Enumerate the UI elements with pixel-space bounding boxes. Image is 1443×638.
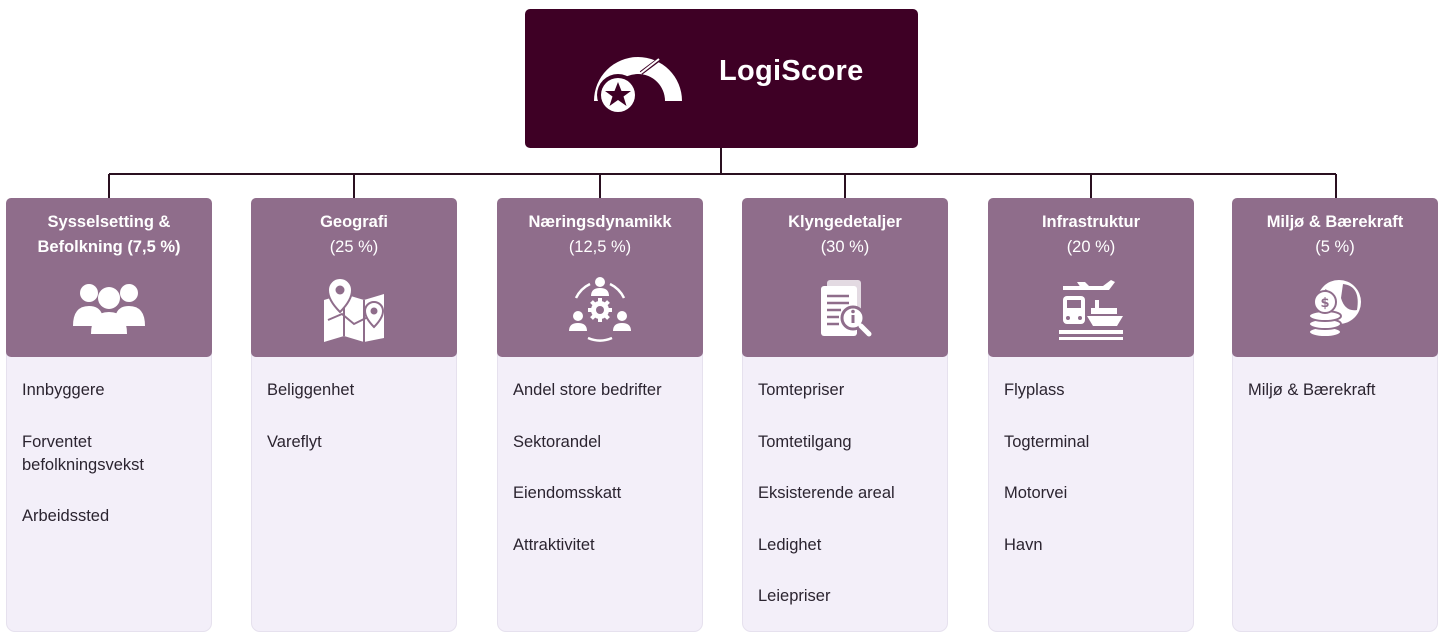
- category-miljo: Miljø & Bærekraft (5 %) $ Miljø & Bærekr…: [1232, 198, 1438, 632]
- category-title: Klyngedetaljer: [788, 213, 902, 231]
- root-title: LogiScore: [719, 55, 864, 87]
- category-weight: (5 %): [1315, 238, 1355, 256]
- document-search-icon: [821, 280, 872, 337]
- criteria-list: Miljø & Bærekraft: [1248, 379, 1430, 431]
- list-item: Togterminal: [1004, 432, 1090, 451]
- gauge-star-icon: [594, 49, 682, 115]
- category-header: Næringsdynamikk (12,5 %): [497, 198, 703, 357]
- category-weight: (25 %): [329, 238, 379, 256]
- category-header: Sysselsetting & Befolkning (7,5 %): [6, 198, 212, 357]
- list-item: Arbeidssted: [22, 507, 110, 525]
- category-header: Infrastruktur (20 %): [988, 198, 1194, 357]
- map-pins-icon: [324, 276, 385, 342]
- criteria-list: Innbyggere Forventet befolkningsvekst Ar…: [22, 379, 204, 557]
- category-title: Næringsdynamikk: [528, 213, 672, 231]
- list-item: Vareflyt: [267, 432, 322, 451]
- category-naeringsdynamikk: Næringsdynamikk (12,5 %): [497, 198, 703, 632]
- list-item: Attraktivitet: [513, 535, 595, 554]
- people-group-icon: [73, 284, 145, 334]
- category-geografi: Geografi (25 %) Beliggenhet Vareflyt: [251, 198, 457, 632]
- criteria-list: Flyplass Togterminal Motorvei Havn: [1004, 379, 1186, 585]
- category-header: Miljø & Bærekraft (5 %) $: [1232, 198, 1438, 357]
- category-title: Miljø & Bærekraft: [1266, 213, 1404, 231]
- category-title: Geografi: [320, 213, 388, 231]
- category-title: Sysselsetting &: [47, 213, 171, 231]
- list-item: Sektorandel: [513, 432, 602, 451]
- root-node: LogiScore: [525, 9, 918, 148]
- list-item: Forventet befolkningsvekst: [22, 432, 144, 474]
- category-klyngedetaljer: Klyngedetaljer (30 %) Tomtepriser Tomtet…: [742, 198, 948, 632]
- list-item: Ledighet: [758, 535, 822, 554]
- criteria-list: Andel store bedrifter Sektorandel Eiendo…: [513, 379, 695, 585]
- eco-coins-icon: $: [1308, 280, 1361, 338]
- criteria-list: Beliggenhet Vareflyt: [267, 379, 449, 482]
- list-item: Miljø & Bærekraft: [1248, 381, 1376, 399]
- list-item: Tomtepriser: [758, 381, 845, 399]
- category-weight: (20 %): [1066, 238, 1116, 256]
- transport-icon: [1059, 280, 1123, 340]
- category-weight: (12,5 %): [568, 238, 632, 256]
- category-weight: Befolkning (7,5 %): [37, 238, 181, 256]
- list-item: Flyplass: [1004, 381, 1065, 399]
- list-item: Havn: [1004, 535, 1043, 554]
- list-item: Eksisterende areal: [758, 484, 895, 502]
- category-weight: (30 %): [820, 238, 870, 256]
- connector-lines: [108, 148, 1337, 198]
- category-infrastruktur: Infrastruktur (20 %) Flyplass Togtermina…: [988, 198, 1194, 632]
- list-item: Leiepriser: [758, 587, 831, 605]
- people-gear-cycle-icon: [569, 277, 631, 342]
- category-sysselsetting: Sysselsetting & Befolkning (7,5 %) Innby…: [6, 198, 212, 632]
- list-item: Andel store bedrifter: [513, 381, 662, 399]
- list-item: Motorvei: [1004, 484, 1068, 502]
- list-item: Innbyggere: [22, 381, 105, 399]
- list-item: Eiendomsskatt: [513, 484, 622, 502]
- criteria-list: Tomtepriser Tomtetilgang Eksisterende ar…: [758, 379, 940, 637]
- svg-text:$: $: [1320, 296, 1329, 311]
- list-item: Tomtetilgang: [758, 432, 852, 451]
- category-header: Klyngedetaljer (30 %): [742, 198, 948, 357]
- list-item: Beliggenhet: [267, 381, 355, 399]
- category-title: Infrastruktur: [1041, 213, 1141, 231]
- category-header: Geografi (25 %): [251, 198, 457, 357]
